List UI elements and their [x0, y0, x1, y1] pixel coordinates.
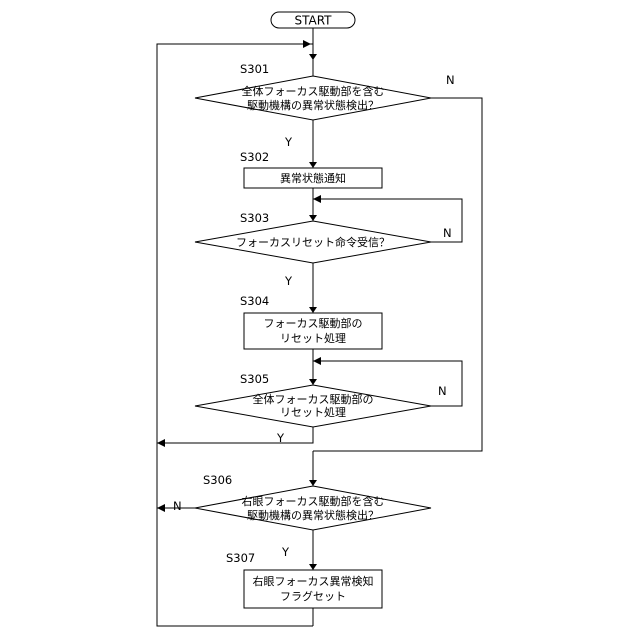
no-label-s305: N: [438, 384, 447, 398]
decision-s306: [195, 486, 431, 530]
start-label: START: [294, 14, 332, 28]
yes-label-s301: Y: [284, 135, 293, 149]
step-label-s305: S305: [240, 372, 269, 386]
decision-s305-line-2: リセット処理: [280, 406, 346, 419]
decision-s306-line-2: 駆動機構の異常状態検出？: [247, 508, 379, 522]
no-label-s303: N: [443, 226, 452, 240]
no-label-s301: N: [446, 73, 455, 87]
step-label-s301: S301: [240, 62, 269, 76]
decision-s301-line-1: 全体フォーカス駆動部を含む: [242, 84, 385, 98]
process-s307-line-1: 右眼フォーカス異常検知: [253, 574, 374, 588]
step-label-s304: S304: [240, 294, 269, 308]
process-s304-line-2: リセット処理: [280, 332, 346, 345]
step-label-s303: S303: [240, 211, 269, 225]
step-label-s307: S307: [226, 551, 255, 565]
decision-s306-line-1: 右眼フォーカス駆動部を含む: [242, 494, 385, 508]
process-s302-line-1: 異常状態通知: [280, 171, 346, 185]
decision-s303-line-1: フォーカスリセット命令受信？: [236, 235, 390, 249]
decision-s305-line-1: 全体フォーカス駆動部の: [253, 392, 374, 406]
decision-s301-line-2: 駆動機構の異常状態検出？: [247, 98, 379, 112]
step-label-s306: S306: [203, 473, 232, 487]
process-s304-line-1: フォーカス駆動部の: [264, 316, 363, 330]
no-label-s306: N: [173, 499, 182, 513]
step-label-s302: S302: [240, 150, 269, 164]
yes-label-s303: Y: [284, 274, 293, 288]
process-s307-line-2: フラグセット: [280, 589, 346, 603]
yes-label-s306: Y: [281, 545, 290, 559]
decision-s301: [195, 76, 431, 120]
